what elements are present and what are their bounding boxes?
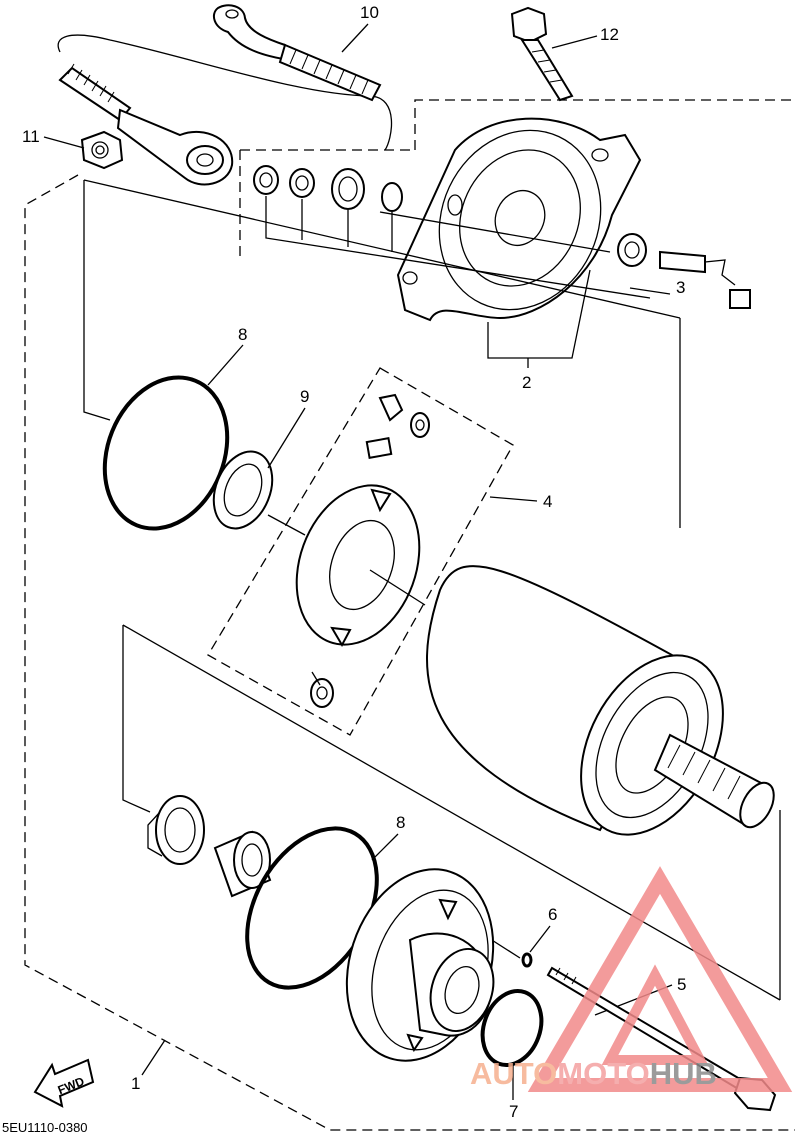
leader-lines-upper xyxy=(83,179,681,528)
callout-4: 4 xyxy=(543,492,552,511)
part-3-washer-set xyxy=(253,165,751,309)
part-7-o-ring xyxy=(480,989,544,1067)
part-4-brush-set xyxy=(207,367,514,736)
bearing-needle xyxy=(213,830,272,898)
watermark-text-auto: AUTO xyxy=(470,1056,557,1091)
callout-1: 1 xyxy=(131,1074,140,1093)
part-9-washer xyxy=(212,450,274,530)
part-11-nut xyxy=(80,130,124,170)
part-6-o-ring-small xyxy=(521,952,533,968)
callout-12: 12 xyxy=(600,25,619,44)
part-10-lead-wire xyxy=(57,4,393,186)
watermark-text-moto: MOTO xyxy=(557,1056,649,1091)
starter-yoke-armature xyxy=(426,565,775,836)
watermark-logo: AUTOMOTOHUB xyxy=(470,866,793,1092)
diagram-code: 5EU1110-0380 xyxy=(2,1120,88,1135)
callout-8-upper: 8 xyxy=(238,325,247,344)
callout-3: 3 xyxy=(676,278,685,297)
watermark-triangle-icon xyxy=(527,866,793,1092)
assembly-boundary xyxy=(24,174,795,1131)
watermark-inner-triangle-icon xyxy=(601,964,709,1065)
callout-6: 6 xyxy=(548,905,557,924)
svg-text:AUTOMOTOHUB: AUTOMOTOHUB xyxy=(470,1056,717,1091)
callout-9: 9 xyxy=(300,387,309,406)
callout-8-lower: 8 xyxy=(396,813,405,832)
fwd-arrow: FWD xyxy=(33,1058,95,1108)
callout-labels: 1 2 3 4 5 6 7 8 8 9 10 11 12 xyxy=(22,3,686,1121)
callout-11: 11 xyxy=(22,127,40,146)
callout-10: 10 xyxy=(360,3,379,22)
part-12-bolt xyxy=(510,6,574,102)
watermark-text-hub: HUB xyxy=(650,1056,717,1091)
part-2-brush-holder-cover xyxy=(239,99,795,322)
callout-5: 5 xyxy=(677,975,686,994)
callout-7: 7 xyxy=(509,1102,518,1121)
bearing-outer xyxy=(147,795,205,865)
callout-2: 2 xyxy=(522,373,531,392)
front-cover xyxy=(345,868,495,1062)
